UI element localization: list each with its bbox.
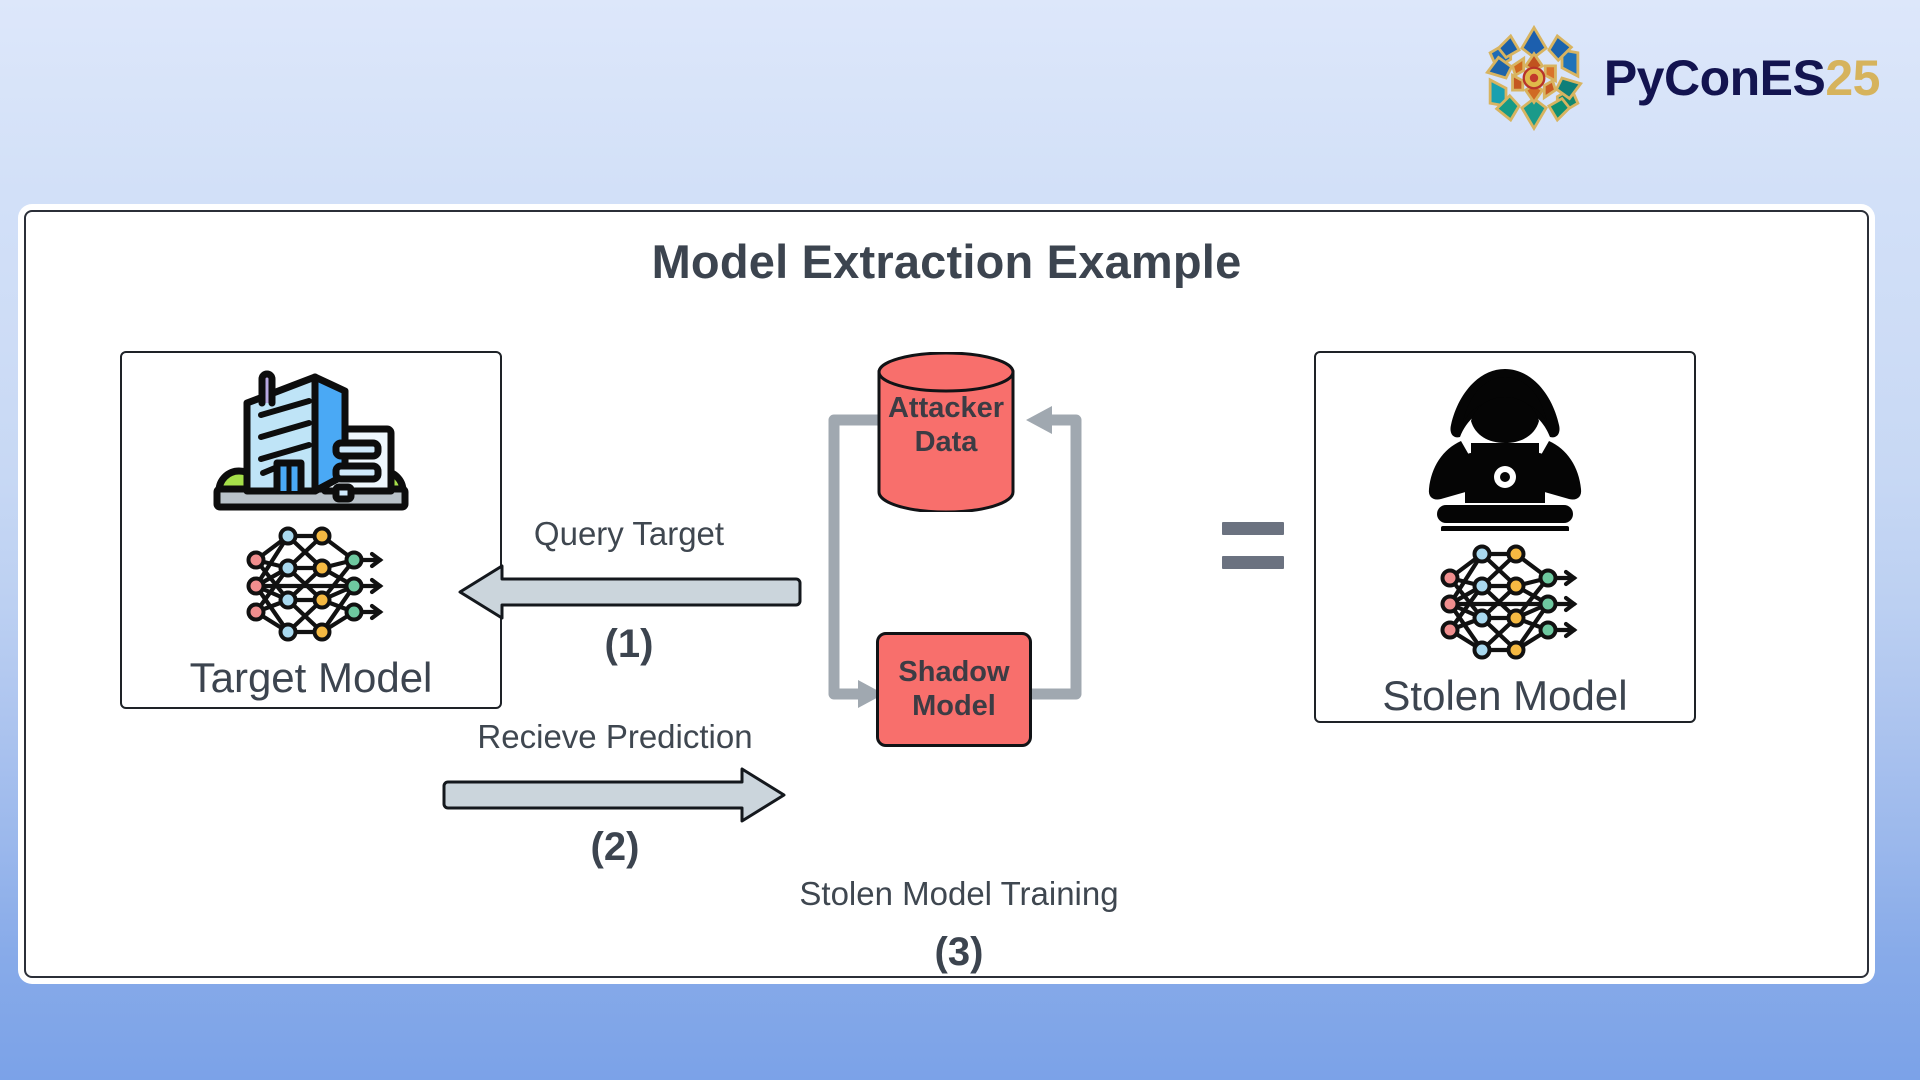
diagram-card: Model Extraction Example xyxy=(24,210,1869,978)
recieve-prediction-caption: Recieve Prediction xyxy=(477,718,753,755)
step-2-number: (2) xyxy=(590,825,640,869)
hacker-laptop-icon xyxy=(1413,363,1598,536)
shadow-model-label: Shadow Model xyxy=(898,656,1009,723)
query-target-caption: Query Target xyxy=(533,515,725,552)
pycones-wordmark: PyConES25 xyxy=(1603,50,1881,106)
stolen-model-icons xyxy=(1316,353,1694,675)
target-model-label: Target Model xyxy=(189,654,433,701)
stolen-model-panel: Stolen Model xyxy=(1314,351,1696,723)
arrow-left-icon xyxy=(456,564,802,620)
pycones-star-logo-icon xyxy=(1478,22,1590,134)
office-building-icon xyxy=(205,363,417,518)
stolen-model-label: Stolen Model xyxy=(1382,672,1628,719)
shadow-model-box: Shadow Model xyxy=(876,632,1032,747)
page-title: Model Extraction Example xyxy=(651,235,1242,288)
equals-bar-bottom xyxy=(1222,556,1284,569)
equals-sign-icon xyxy=(1222,522,1284,576)
target-model-icons xyxy=(122,353,500,657)
slide-header: PyConES25 xyxy=(0,0,1920,200)
equals-bar-top xyxy=(1222,522,1284,535)
stolen-model-training-caption: Stolen Model Training xyxy=(799,875,1119,912)
attacker-data-database-icon xyxy=(876,351,1016,514)
stolen-model-training-loop: Attacker Data Shadow Model xyxy=(814,342,1104,812)
step-3-number: (3) xyxy=(934,930,984,974)
target-model-panel: Target Model xyxy=(120,351,502,709)
step-1-number: (1) xyxy=(604,622,654,666)
shadow-model-label-line1: Shadow xyxy=(898,655,1010,688)
arrow-right-icon xyxy=(442,767,788,823)
neural-network-icon xyxy=(1430,538,1580,675)
pycones-logo: PyConES25 xyxy=(1478,22,1880,134)
neural-network-icon xyxy=(236,520,386,657)
logo-brand-text: PyConES xyxy=(1603,50,1826,106)
shadow-model-label-line2: Model xyxy=(912,689,996,722)
logo-year-text: 25 xyxy=(1825,50,1880,106)
